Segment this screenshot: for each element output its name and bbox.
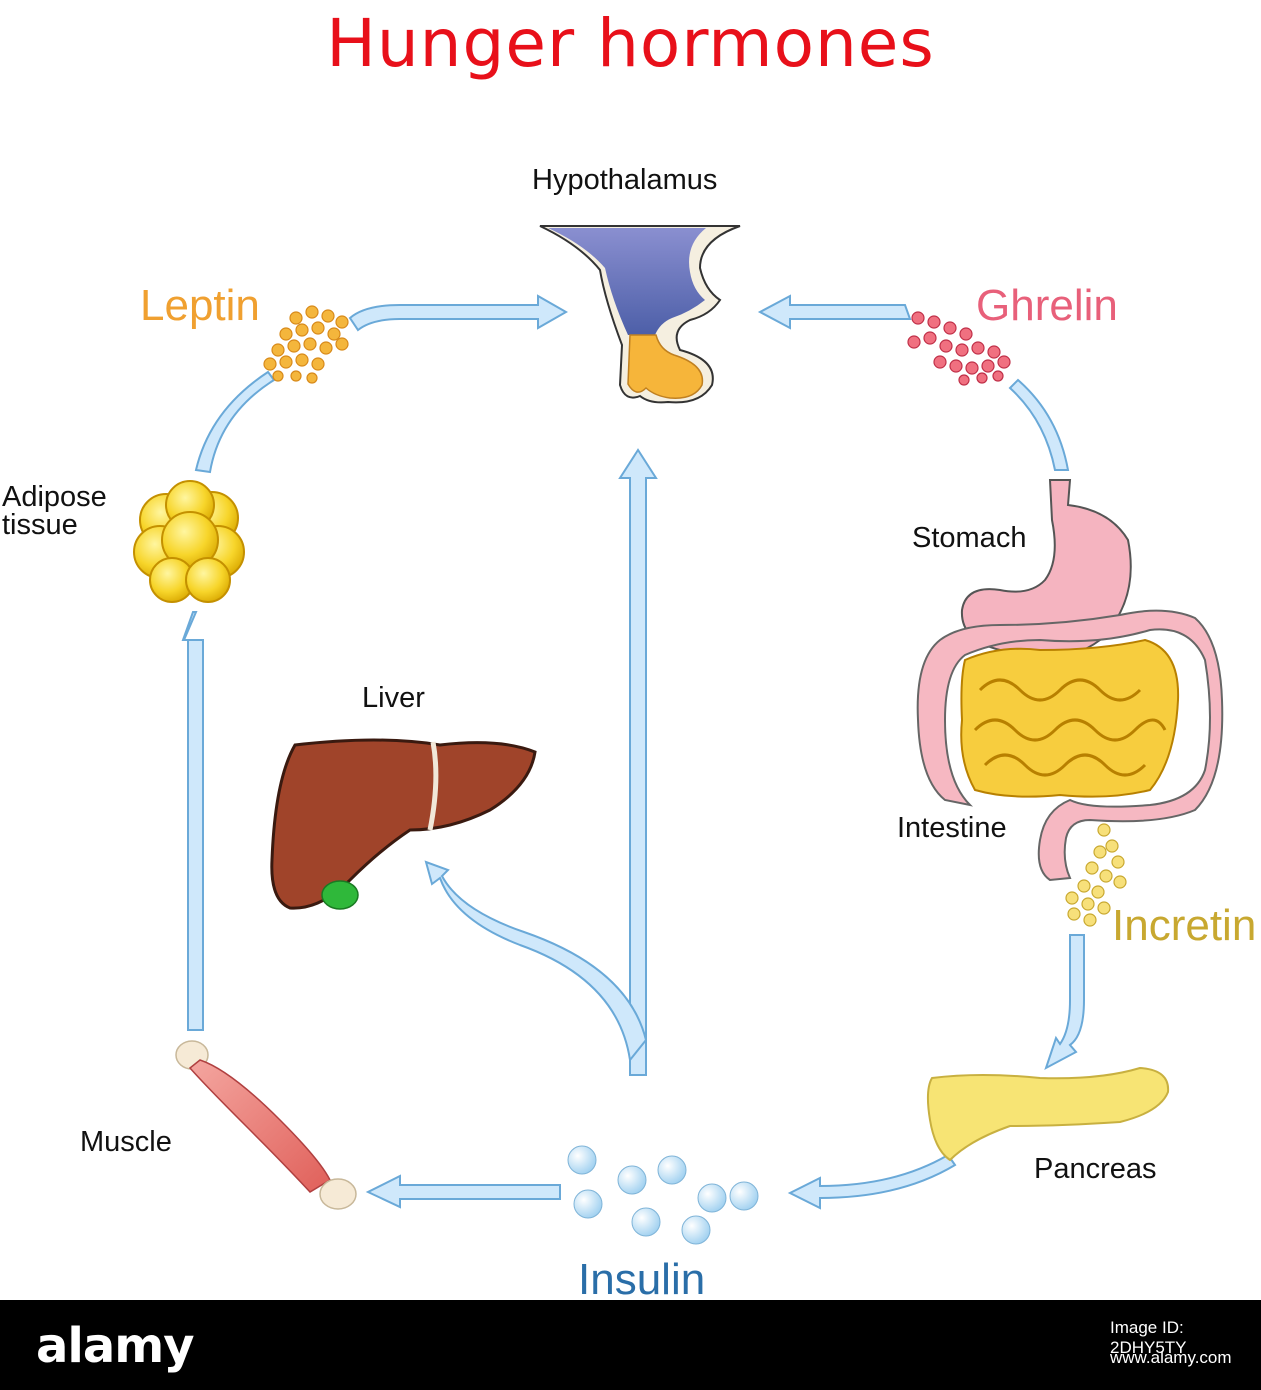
diagram-graphics bbox=[133, 225, 1224, 1245]
source-url: www.alamy.com bbox=[1110, 1348, 1232, 1367]
arrow-leptin-to-hypothalamus bbox=[348, 294, 569, 332]
insulin-particles bbox=[567, 1145, 759, 1245]
arrow-incretin-to-pancreas bbox=[1044, 934, 1085, 1071]
hunger-hormones-diagram: Hunger hormones bbox=[2, 5, 1257, 1304]
liver-illustration bbox=[270, 738, 537, 910]
intestine-loops bbox=[973, 678, 1167, 777]
label-muscle: Muscle bbox=[80, 1126, 172, 1158]
hypothalamus-illustration bbox=[539, 225, 741, 404]
arrow-insulin-to-hypothalamus bbox=[618, 448, 658, 1076]
label-pancreas: Pancreas bbox=[1034, 1153, 1157, 1185]
arrow-adipose-to-leptin bbox=[194, 370, 276, 474]
small-intestine bbox=[960, 638, 1180, 798]
label-ghrelin: Ghrelin bbox=[976, 281, 1118, 330]
label-liver: Liver bbox=[362, 682, 425, 714]
arrow-insulin-to-muscle bbox=[365, 1174, 561, 1209]
incretin-particles bbox=[1065, 823, 1127, 927]
label-insulin: Insulin bbox=[578, 1255, 706, 1304]
diagram-title: Hunger hormones bbox=[326, 5, 935, 82]
label-adipose-tissue: Adipose tissue bbox=[2, 481, 107, 541]
image-id: Image ID: 2DHY5TY bbox=[1110, 1318, 1187, 1357]
arrow-insulin-to-liver bbox=[424, 860, 648, 1063]
adipose-illustration bbox=[133, 480, 245, 603]
arrow-ghrelin-to-hypothalamus bbox=[757, 294, 912, 330]
label-hypothalamus: Hypothalamus bbox=[532, 164, 718, 196]
pancreas-illustration bbox=[926, 1066, 1170, 1162]
arrow-muscle-to-adipose bbox=[181, 611, 204, 1031]
alamy-logo: alamy bbox=[36, 1318, 195, 1374]
leptin-particles bbox=[263, 305, 349, 384]
watermark-footer: alamy Image ID: 2DHY5TY www.alamy.com bbox=[0, 1300, 1261, 1390]
arrows bbox=[181, 294, 1085, 1210]
arrow-stomach-to-ghrelin bbox=[1008, 378, 1070, 471]
digestive-illustration bbox=[916, 479, 1224, 882]
ghrelin-particles bbox=[907, 311, 1011, 386]
label-leptin: Leptin bbox=[140, 281, 260, 330]
label-intestine: Intestine bbox=[897, 812, 1007, 844]
label-incretin: Incretin bbox=[1112, 901, 1257, 950]
large-intestine bbox=[916, 609, 1224, 882]
arrow-pancreas-to-insulin bbox=[787, 1153, 957, 1210]
stomach-shape bbox=[960, 479, 1132, 659]
muscle-illustration bbox=[175, 1040, 357, 1210]
label-stomach: Stomach bbox=[912, 522, 1027, 554]
